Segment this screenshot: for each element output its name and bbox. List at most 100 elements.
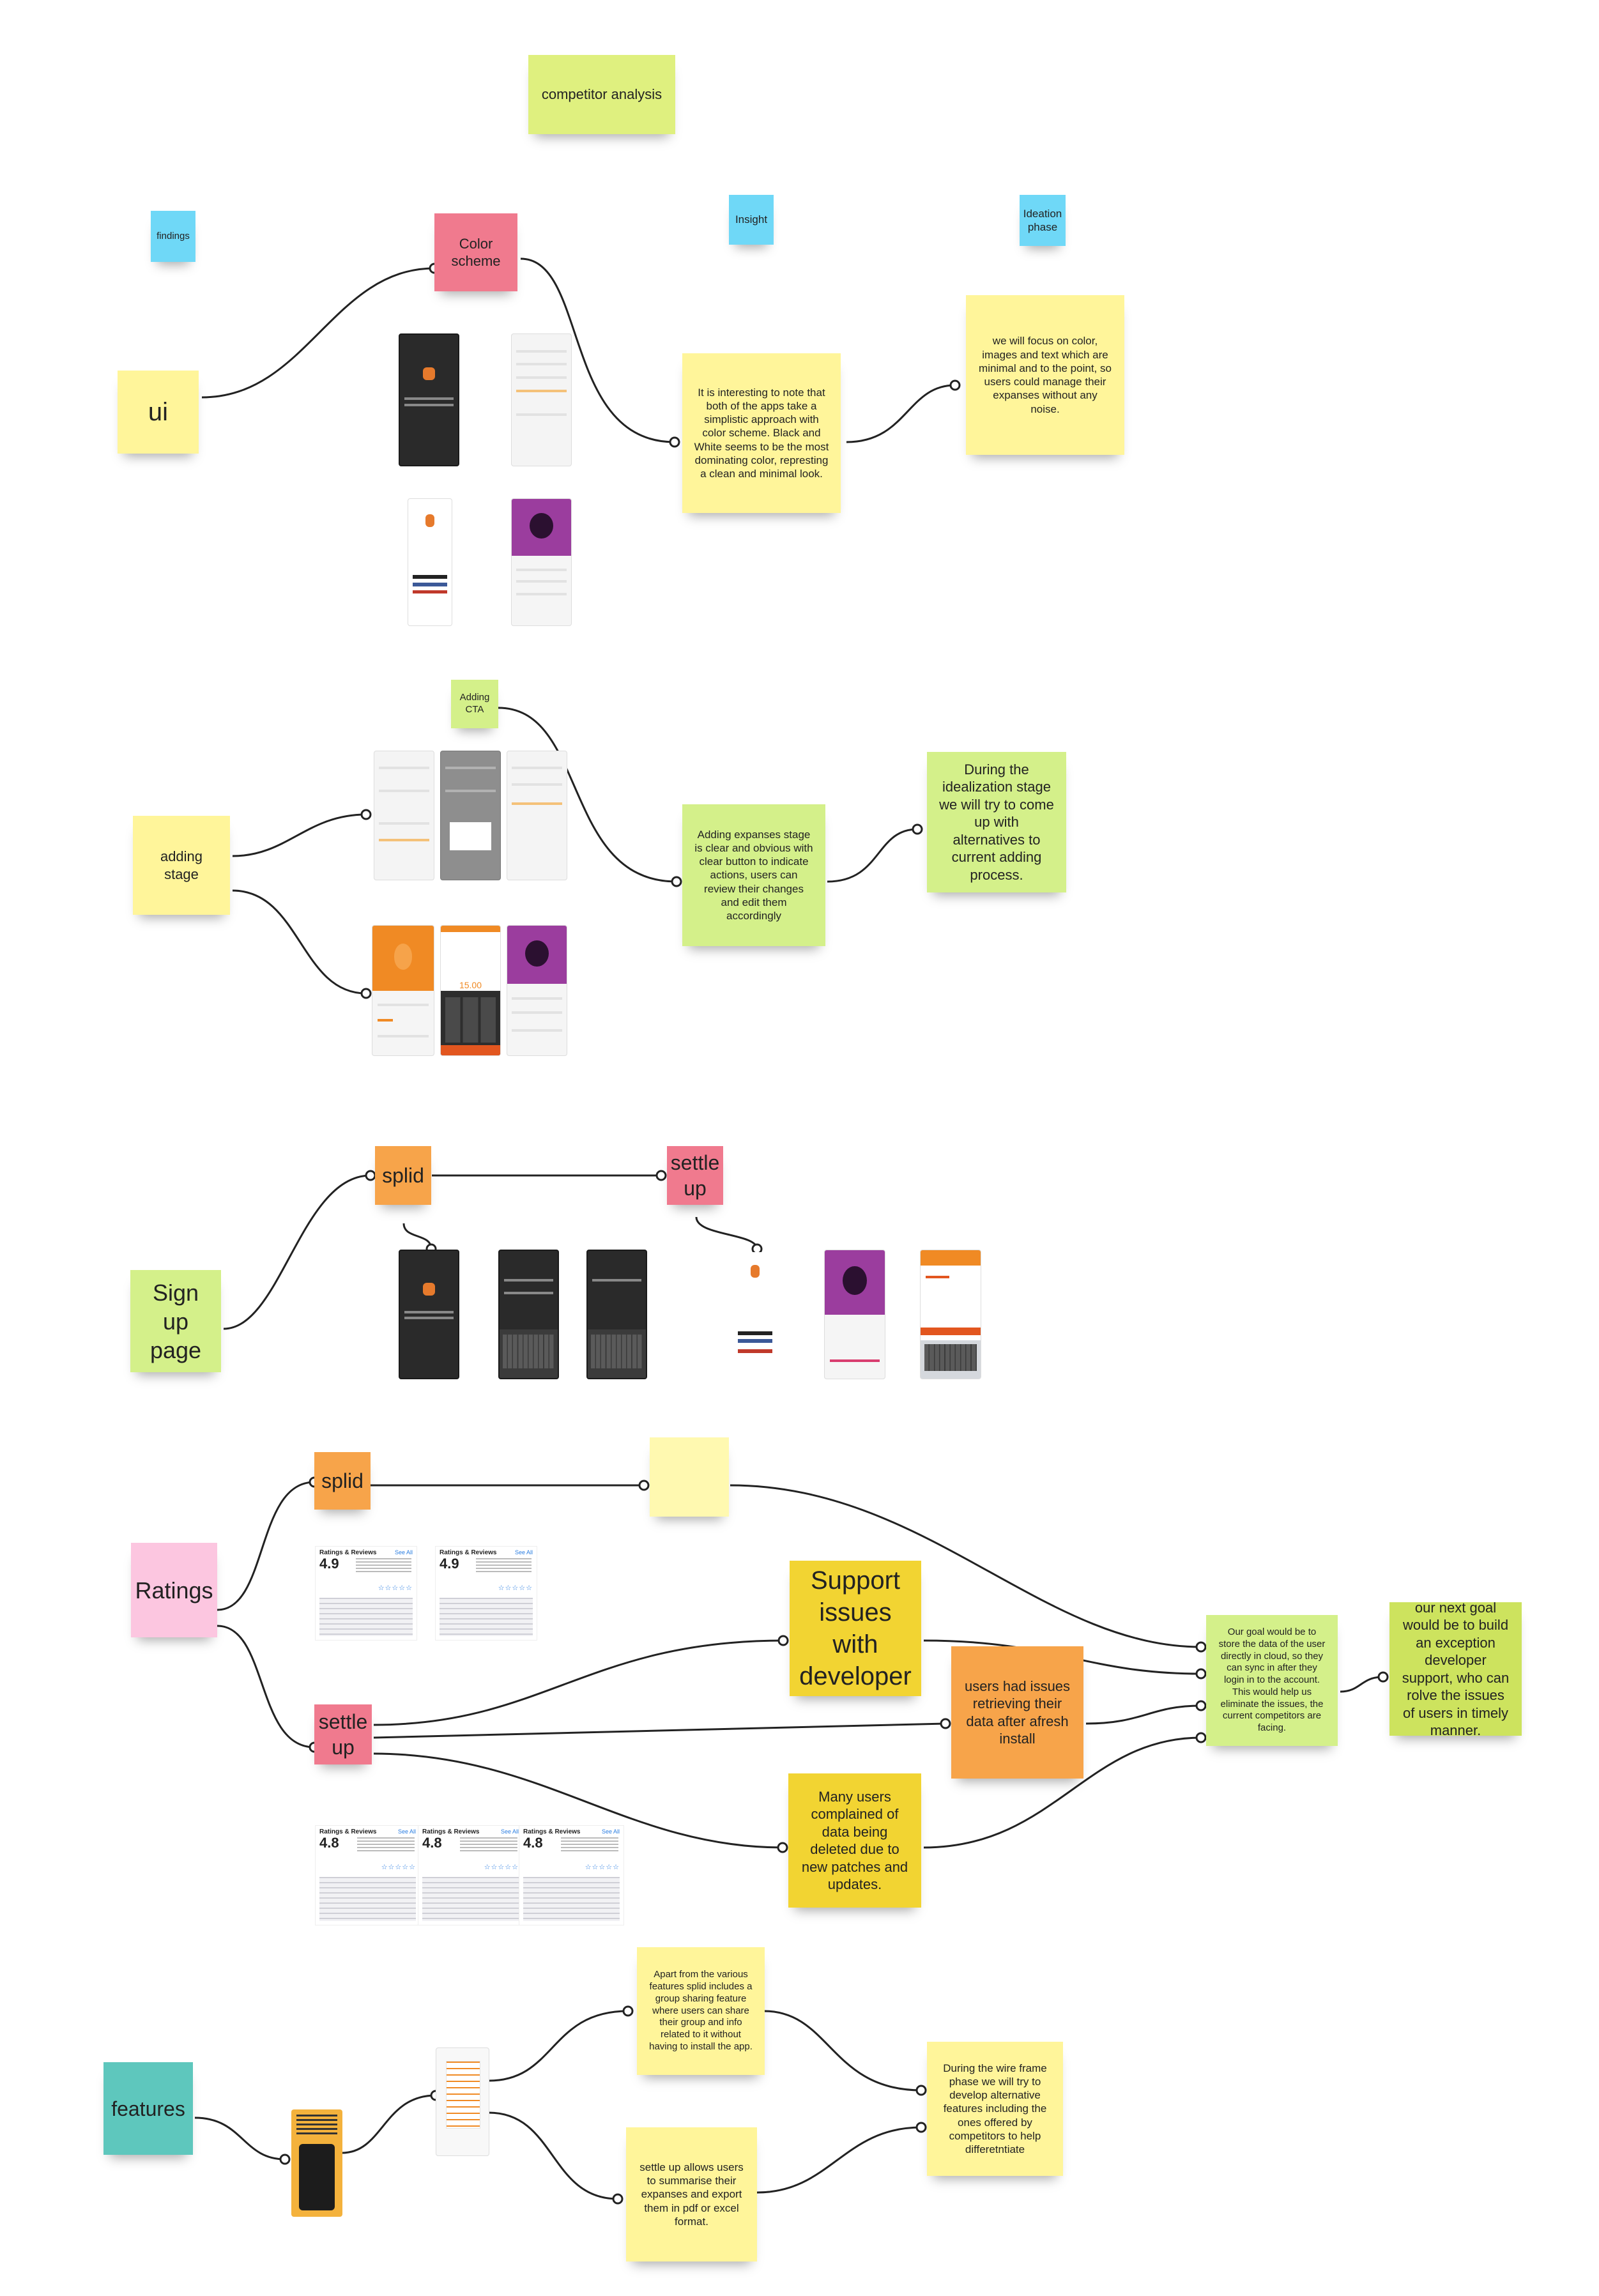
phone-screenshot-signin (408, 498, 452, 626)
rating-card: Ratings & Reviews See All 4.9 ☆☆☆☆☆ (315, 1546, 417, 1641)
connector-dot (912, 823, 923, 835)
insight-sticky[interactable]: Insight (729, 195, 774, 245)
connector-dot (777, 1842, 788, 1853)
connector-dot (612, 2193, 624, 2205)
adding-cta-sticky[interactable]: Adding CTA (451, 680, 498, 728)
connector-dot (365, 1170, 376, 1181)
connector-dot (915, 2122, 927, 2133)
phone-screenshot-signup-4 (733, 1252, 777, 1380)
connector (341, 2094, 436, 2154)
connector (232, 813, 367, 857)
data-deleted-sticky[interactable]: Many users complained of data being dele… (788, 1773, 921, 1908)
connector (756, 2126, 922, 2194)
star-icon[interactable]: ☆☆☆☆☆ (498, 1584, 533, 1592)
ideation-note-color[interactable]: we will focus on color, images and text … (966, 295, 1124, 455)
signup-page-sticky[interactable]: Sign up page (130, 1270, 221, 1372)
rating-title: Ratings & Reviews (523, 1828, 581, 1835)
connector-dot (638, 1480, 650, 1491)
app-logo-icon (425, 514, 434, 527)
phone-screenshot-signup-5 (824, 1250, 885, 1379)
settle-up-feature-note[interactable]: settle up allows users to summarise thei… (626, 2127, 757, 2262)
connector-dot (360, 809, 372, 820)
adding-stage-sticky[interactable]: adding stage (133, 816, 230, 915)
phone-screenshot-signup-1 (399, 1250, 459, 1379)
connector (1085, 1704, 1202, 1725)
splid-feature-note[interactable]: Apart from the various features splid in… (637, 1947, 765, 2075)
empty-sticky[interactable] (650, 1437, 729, 1517)
connector (217, 1481, 315, 1611)
retrieving-issues-sticky[interactable]: users had issues retrieving their data a… (951, 1646, 1083, 1779)
connector-dot (669, 436, 680, 448)
rating-title: Ratings & Reviews (422, 1828, 480, 1835)
settle-up-sticky-ratings[interactable]: settle up (314, 1704, 372, 1764)
see-all-link[interactable]: See All (514, 1549, 533, 1556)
connector-dot (1377, 1671, 1389, 1683)
phone-screenshot-signup-2 (498, 1250, 559, 1379)
splid-sticky-signup[interactable]: splid (375, 1146, 431, 1205)
see-all-link[interactable]: See All (500, 1828, 519, 1835)
wireframe-note[interactable]: During the wire frame phase we will try … (927, 2042, 1063, 2176)
connector-dot (949, 379, 961, 391)
phone-screenshot-add-2 (440, 751, 501, 880)
settle-up-sticky-signup[interactable]: settle up (667, 1146, 723, 1205)
connector-dot (360, 988, 372, 999)
connector-dot (655, 1170, 667, 1181)
connector (827, 828, 918, 883)
phone-screenshot-signup-3 (586, 1250, 647, 1379)
phone-screenshot-add-4 (372, 925, 434, 1056)
support-issues-sticky[interactable]: Support issues with developer (790, 1561, 921, 1696)
connector-dot (1195, 1732, 1207, 1743)
amount-display: 15.00 (459, 980, 482, 991)
rating-score: 4.9 (319, 1556, 339, 1572)
ratings-sticky[interactable]: Ratings (131, 1543, 217, 1637)
connector-dot (777, 1635, 789, 1646)
findings-sticky[interactable]: findings (151, 211, 195, 262)
ideation-note-adding[interactable]: During the idealization stage we will tr… (927, 752, 1066, 892)
connector (194, 2116, 286, 2161)
phone-screenshot-light (511, 333, 572, 466)
phone-screenshot-add-5: 15.00 (440, 925, 501, 1056)
rating-title: Ratings & Reviews (440, 1549, 497, 1556)
color-scheme-sticky[interactable]: Color scheme (434, 213, 517, 291)
insight-note-adding[interactable]: Adding expanses stage is clear and obvio… (682, 804, 825, 946)
rating-card: Ratings & Reviews See All 4.8 ☆☆☆☆☆ (418, 1825, 523, 1925)
connector-dot (1195, 1668, 1207, 1680)
rating-score: 4.8 (319, 1835, 339, 1851)
star-icon[interactable]: ☆☆☆☆☆ (585, 1864, 620, 1871)
app-logo-icon (423, 367, 435, 381)
star-icon[interactable]: ☆☆☆☆☆ (381, 1864, 416, 1871)
see-all-link[interactable]: See All (397, 1828, 416, 1835)
connector-dot (1195, 1641, 1207, 1653)
settle-up-export-screenshot (436, 2047, 489, 2156)
board-title-sticky[interactable]: competitor analysis (528, 55, 675, 134)
goal-note-sticky[interactable]: Our goal would be to store the data of t… (1206, 1615, 1338, 1746)
splid-promo-screenshot (291, 2109, 342, 2217)
features-sticky[interactable]: features (103, 2062, 193, 2155)
connector (1340, 1676, 1384, 1693)
ideation-sticky[interactable]: Ideation phase (1020, 195, 1066, 246)
connector (488, 2010, 629, 2082)
see-all-link[interactable]: See All (601, 1828, 620, 1835)
rating-card: Ratings & Reviews See All 4.8 ☆☆☆☆☆ (519, 1825, 624, 1925)
star-icon[interactable]: ☆☆☆☆☆ (378, 1584, 413, 1592)
connector (223, 1174, 371, 1330)
connector-dot (1195, 1700, 1207, 1711)
connector (217, 1625, 315, 1749)
rating-score: 4.8 (422, 1835, 442, 1851)
phone-screenshot-dark (399, 333, 459, 466)
see-all-link[interactable]: See All (394, 1549, 413, 1556)
phone-screenshot-add-1 (374, 751, 434, 880)
ui-sticky[interactable]: ui (118, 371, 199, 454)
rating-card: Ratings & Reviews See All 4.9 ☆☆☆☆☆ (435, 1546, 537, 1641)
connector-dot (279, 2154, 291, 2165)
connector (763, 2010, 922, 2092)
insight-note-color[interactable]: It is interesting to note that both of t… (682, 353, 841, 513)
rating-title: Ratings & Reviews (319, 1828, 377, 1835)
connector (488, 2111, 618, 2200)
connector-dot (915, 2085, 927, 2096)
splid-sticky-ratings[interactable]: splid (314, 1452, 371, 1510)
connector-dot (940, 1718, 951, 1729)
star-icon[interactable]: ☆☆☆☆☆ (484, 1864, 519, 1871)
next-goal-sticky[interactable]: our next goal would be to build an excep… (1389, 1600, 1522, 1738)
